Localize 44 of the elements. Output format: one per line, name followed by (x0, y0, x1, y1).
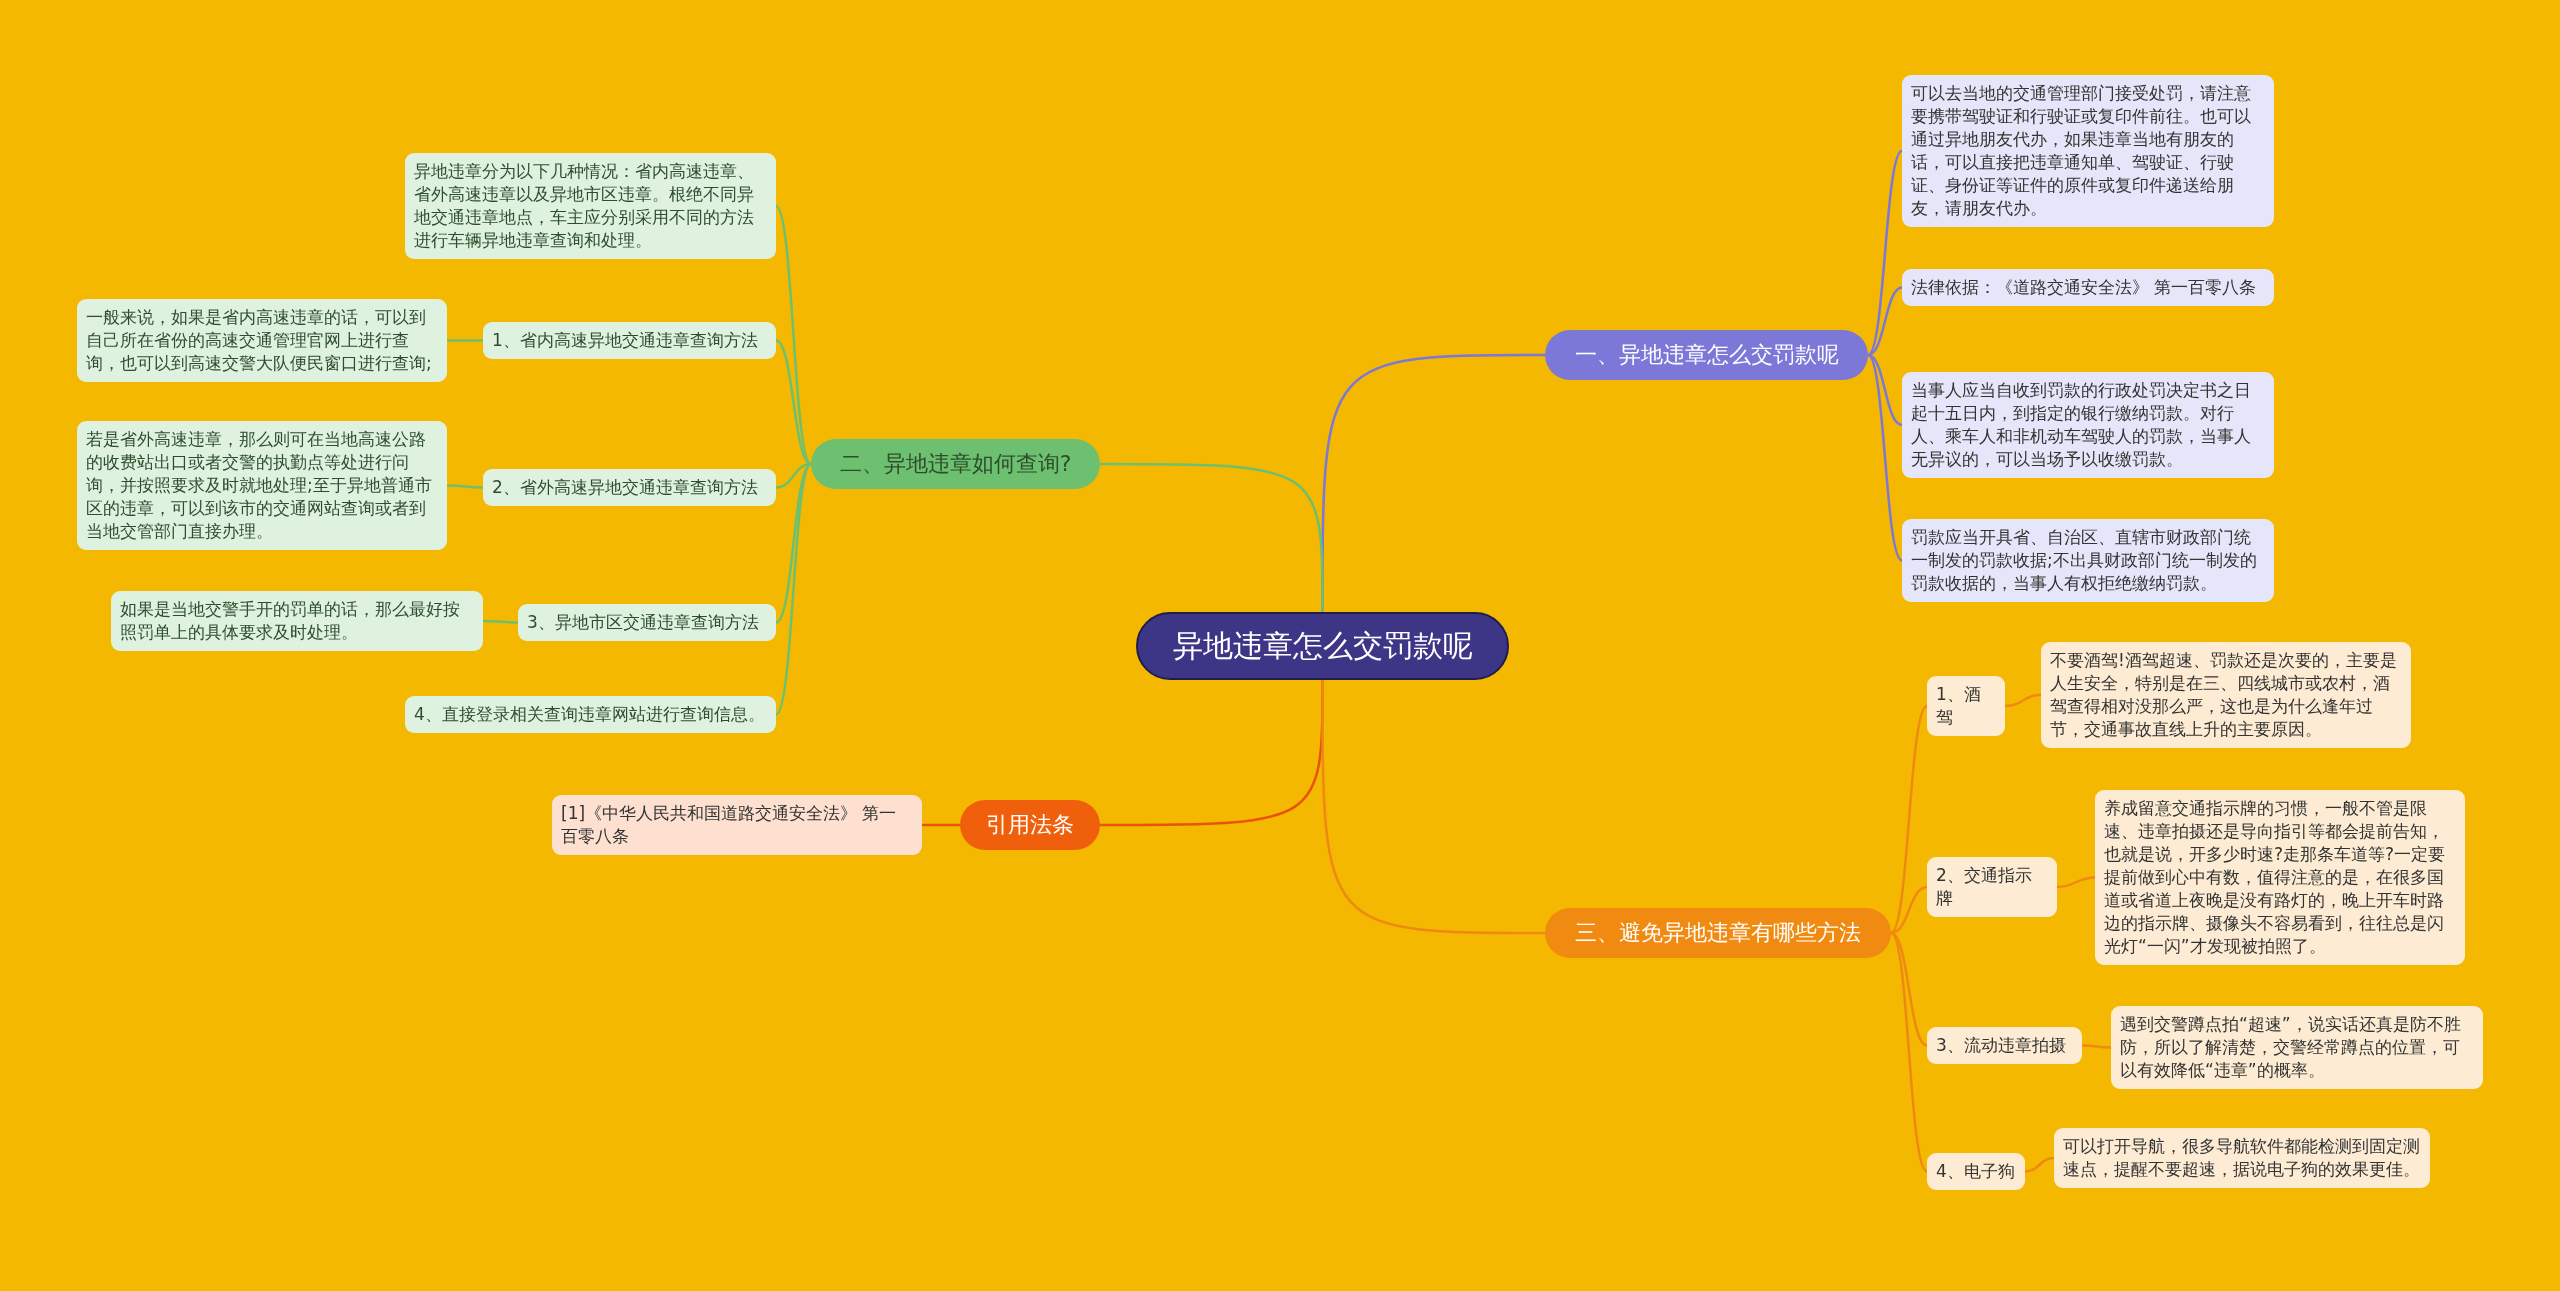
note-box: 当事人应当自收到罚款的行政处罚决定书之日起十五日内，到指定的银行缴纳罚款。对行人、乘车人和非机动车驾驶人的罚款，当事人无异议的，可以当场予以收缴罚款。 (1902, 372, 2274, 478)
note-box: 如果是当地交警手开的罚单的话，那么最好按照罚单上的具体要求及时处理。 (111, 591, 483, 651)
note-box: 养成留意交通指示牌的习惯，一般不管是限速、违章拍摄还是导向指引等都会提前告知，也就是说，开多少时速?走那条车道等?一定要提前做到心中有数，值得注意的是，在很多国道或省道上夜晚是没有路灯的，晚上开车时路边的指示牌、摄像头不容易看到，往往总是闪光灯“一闪”才发现被拍照了。 (2095, 790, 2465, 965)
note-box: 4、直接登录相关查询违章网站进行查询信息。 (405, 696, 776, 733)
note-box: 可以打开导航，很多导航软件都能检测到固定测速点，提醒不要超速，据说电子狗的效果更佳。 (2054, 1128, 2430, 1188)
branch-topic: 二、异地违章如何查询? (811, 439, 1100, 489)
connector-line (775, 463, 812, 716)
connector-line (1867, 353, 1903, 427)
subtopic-box: 3、流动违章拍摄 (1927, 1027, 2082, 1064)
connector-line (2082, 1044, 2111, 1049)
connector-line (1867, 354, 1903, 562)
connector-line (2056, 876, 2096, 889)
branch-topic: 一、异地违章怎么交罚款呢 (1545, 330, 1868, 380)
connector-line (1100, 462, 1324, 612)
connector-line (1867, 286, 1903, 357)
connector-line (775, 205, 812, 465)
note-box: 法律依据：《道路交通安全法》 第一百零八条 (1902, 269, 2274, 306)
branch-topic: 三、避免异地违章有哪些方法 (1545, 908, 1891, 958)
note-box: 不要酒驾!酒驾超速、罚款还是次要的，主要是人生安全，特别是在三、四线城市或农村，酒驾查得相对没那么严，这也是为什么逢年过节，交通事故直线上升的主要原因。 (2041, 642, 2411, 748)
connector-line (1867, 150, 1903, 356)
note-box: 异地违章分为以下几种情况：省内高速违章、省外高速违章以及异地市区违章。根绝不同异地交通违章地点，车主应分别采用不同的方法进行车辆异地违章查询和处理。 (405, 153, 776, 259)
subtopic-box: 1、酒驾 (1927, 676, 2005, 736)
connector-line (447, 484, 483, 489)
central-topic: 异地违章怎么交罚款呢 (1136, 612, 1509, 680)
subtopic-box: 2、交通指示牌 (1927, 857, 2057, 917)
branch-topic: 引用法条 (960, 800, 1100, 850)
note-box: [1]《中华人民共和国道路交通安全法》 第一百零八条 (552, 795, 922, 855)
note-box: 可以去当地的交通管理部门接受处罚，请注意要携带驾驶证和行驶证或复印件前往。也可以通过异地朋友代办，如果违章当地有朋友的话，可以直接把违章通知单、驾驶证、行驶证、身份证等证件的原件或复印件递送给朋友，请朋友代办。 (1902, 75, 2274, 227)
subtopic-box: 1、省内高速异地交通违章查询方法 (483, 322, 776, 359)
connector-line (1321, 680, 1545, 935)
connector-line (1890, 705, 1928, 934)
note-box: 一般来说，如果是省内高速违章的话，可以到自己所在省份的高速交通管理官网上进行查询，也可以到高速交警大队便民窗口进行查询; (77, 299, 447, 382)
connector-line (483, 619, 518, 624)
connector-line (2024, 1156, 2055, 1173)
connector-line (1890, 932, 1928, 1173)
connector-line (447, 339, 483, 342)
subtopic-box: 3、异地市区交通违章查询方法 (518, 604, 776, 641)
connector-line (2004, 693, 2042, 708)
subtopic-box: 2、省外高速异地交通违章查询方法 (483, 469, 776, 506)
note-box: 罚款应当开具省、自治区、直辖市财政部门统一制发的罚款收据;不出具财政部门统一制发的罚款收据的，当事人有权拒绝缴纳罚款。 (1902, 519, 2274, 602)
connector-line (922, 823, 960, 827)
subtopic-box: 4、电子狗 (1927, 1153, 2025, 1190)
note-box: 遇到交警蹲点拍“超速”，说实话还真是防不胜防，所以了解清楚，交警经常蹲点的位置，可以有效降低“违章”的概率。 (2111, 1006, 2483, 1089)
note-box: 若是省外高速违章，那么则可在当地高速公路的收费站出口或者交警的执勤点等处进行问询，并按照要求及时就地处理;至于异地普通市区的违章，可以到该市的交通网站查询或者到当地交管部门直接办理。 (77, 421, 447, 550)
